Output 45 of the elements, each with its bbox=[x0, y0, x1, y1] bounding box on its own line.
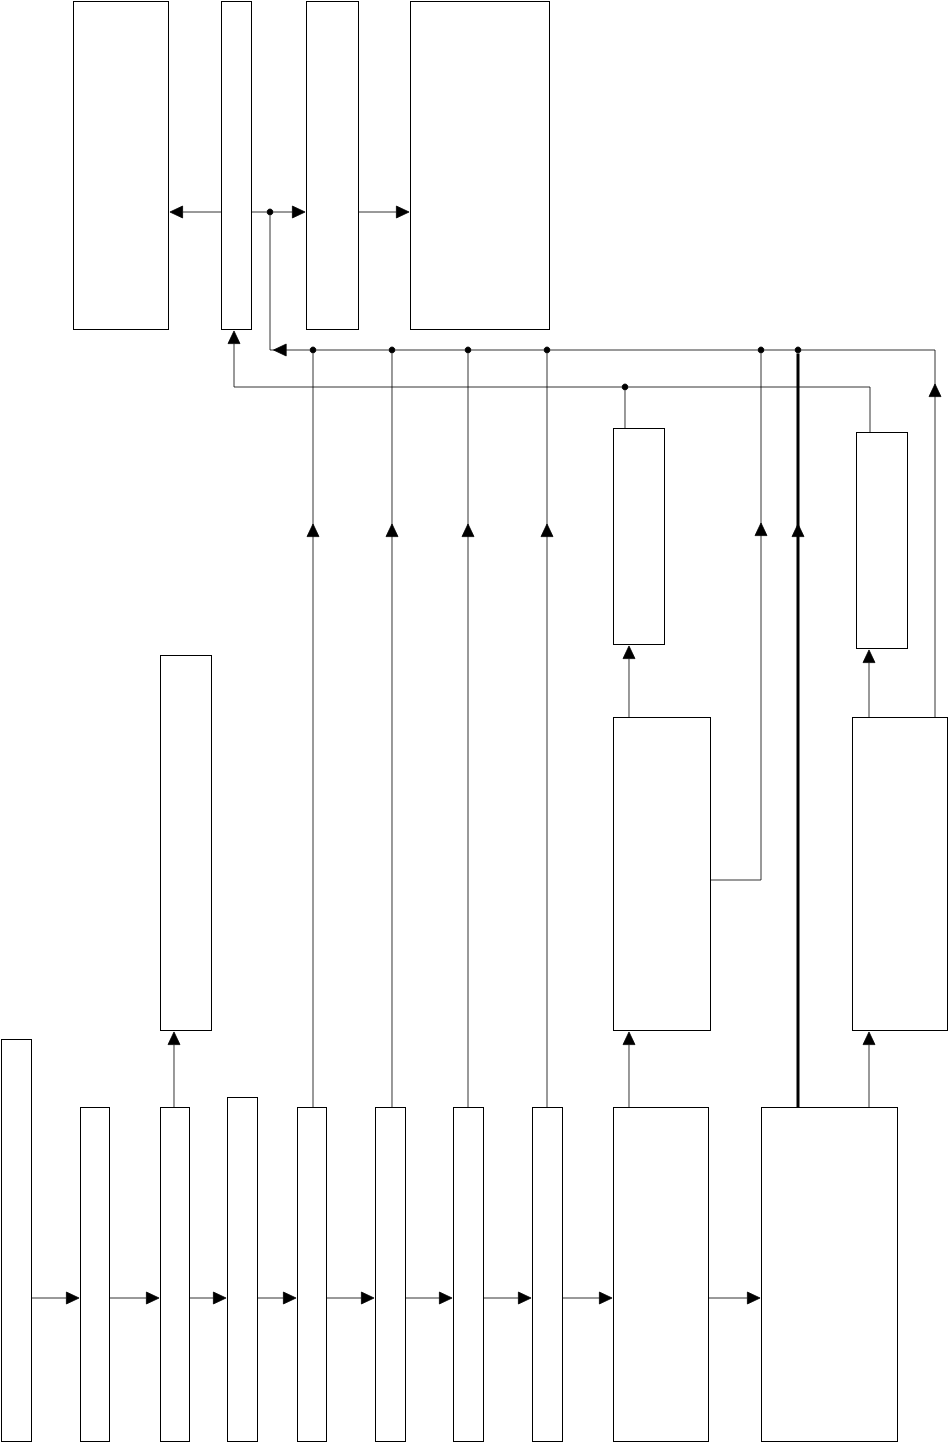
arrow bbox=[269, 215, 310, 357]
arrow bbox=[169, 205, 222, 219]
block-box bbox=[613, 717, 711, 1031]
block-box bbox=[761, 1107, 898, 1442]
arrow bbox=[562, 1291, 613, 1305]
arrow bbox=[227, 330, 622, 388]
arrow bbox=[306, 353, 320, 1108]
block-box bbox=[221, 1, 252, 330]
block-box bbox=[532, 1107, 563, 1442]
arrow bbox=[540, 353, 554, 1108]
arrow bbox=[483, 1291, 532, 1305]
arrow bbox=[385, 353, 399, 1108]
arrow bbox=[710, 353, 768, 881]
arrow bbox=[461, 353, 475, 1108]
arrow bbox=[405, 1291, 453, 1305]
arrow bbox=[862, 649, 876, 718]
block-box bbox=[613, 1107, 709, 1442]
block-box bbox=[852, 717, 948, 1031]
arrow bbox=[189, 1291, 227, 1305]
block-box bbox=[306, 1, 359, 330]
arrow bbox=[791, 353, 805, 1107]
arrow bbox=[167, 1031, 181, 1108]
arrow bbox=[862, 1031, 876, 1108]
block-box bbox=[613, 428, 665, 645]
arrow bbox=[708, 1291, 761, 1305]
arrow bbox=[326, 1291, 375, 1305]
block-box bbox=[375, 1107, 406, 1442]
arrow bbox=[622, 645, 636, 718]
block-box bbox=[410, 1, 550, 330]
arrow bbox=[801, 349, 942, 718]
block-box bbox=[856, 432, 908, 649]
block-box bbox=[227, 1097, 258, 1442]
block-box bbox=[297, 1107, 327, 1442]
arrow bbox=[109, 1291, 160, 1305]
arrow bbox=[257, 1291, 297, 1305]
arrow bbox=[273, 205, 306, 219]
block-box bbox=[160, 1107, 190, 1442]
block-box bbox=[160, 655, 212, 1031]
block-box bbox=[453, 1107, 484, 1442]
arrow bbox=[622, 1031, 636, 1108]
block-box bbox=[73, 1, 169, 330]
arrow bbox=[31, 1291, 80, 1305]
arrow bbox=[358, 205, 410, 219]
block-box bbox=[80, 1107, 110, 1442]
block-box bbox=[1, 1039, 32, 1442]
